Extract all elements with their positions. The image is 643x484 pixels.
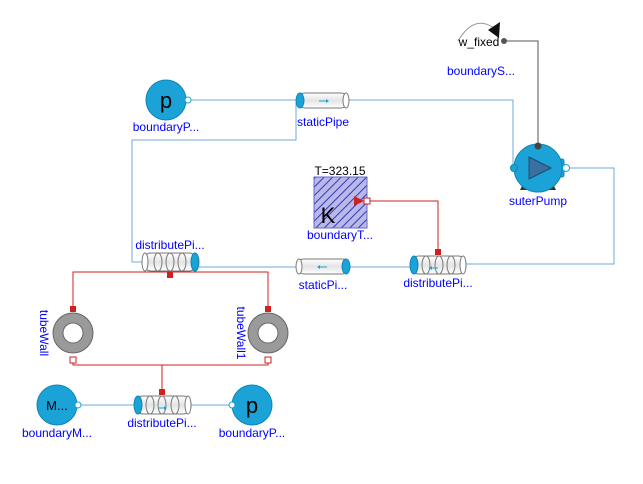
distribute-pipe-left-heat-port[interactable] [167,272,173,278]
suter-pump-outlet-port[interactable] [562,164,570,172]
suter-pump[interactable]: suterPump [509,142,570,209]
boundary-p-bottom-port[interactable] [228,401,236,409]
suter-pump-shaft-port[interactable] [534,142,542,150]
w-fixed-label: w_fixed [458,35,500,49]
boundary-t-arrow-icon [354,196,364,206]
tube-wall-port-top[interactable] [70,306,76,312]
suter-pump-inlet-port[interactable] [510,164,518,172]
boundary-s-port[interactable] [501,38,507,44]
tube-wall-label: tubeWall [37,310,51,356]
boundary-p-bottom-label: boundaryP... [219,426,286,440]
wire-distributepipe-tubewall [72,271,171,308]
boundary-t-label: boundaryT... [307,228,373,242]
boundary-m-port[interactable] [74,401,82,409]
static-pipe-mid-label: staticPi... [299,278,348,292]
distribute-pipe-left[interactable]: distributePi... [135,238,205,278]
tube-wall-port-bottom[interactable] [69,356,77,364]
wire-wfixed-pump [505,40,539,146]
boundary-m-symbol: M... [46,398,68,413]
boundary-s[interactable]: w_fixed boundaryS... [447,22,515,78]
tube-wall1-label: tubeWall1 [234,307,248,360]
boundary-t-symbol: K [321,203,336,228]
boundary-t-port[interactable] [363,197,371,205]
boundary-t[interactable]: T=323.15 K boundaryT... [307,164,373,242]
boundary-p-top-port[interactable] [184,96,192,104]
boundary-m-label: boundaryM... [22,426,92,440]
wire-staticpipe-pump [348,99,514,167]
distribute-pipe-bottom-label: distributePi... [127,416,196,430]
tube-wall1-port-top[interactable] [265,306,271,312]
tube-wall1-port-bottom[interactable] [264,356,272,364]
boundary-p-bottom-symbol: p [246,393,258,418]
tube-wall[interactable]: tubeWall [37,306,94,364]
static-pipe-top-label: staticPipe [297,115,349,129]
suter-pump-label: suterPump [509,194,567,208]
suter-pump-triangle-icon [528,156,553,180]
distribute-pipe-right-heat-port[interactable] [435,249,441,255]
distribute-pipe-right[interactable]: distributePi... [403,249,473,290]
boundary-p-top[interactable]: p boundaryP... [133,79,200,134]
distribute-pipe-bottom-heat-port[interactable] [159,389,165,395]
boundary-p-top-symbol: p [160,88,172,113]
wire-distributepipe-tubewall1 [170,271,269,308]
distribute-pipe-left-label: distributePi... [135,238,204,252]
distribute-pipe-right-label: distributePi... [403,276,472,290]
wire-boundaryt-distributepipe [367,200,439,251]
boundary-p-top-label: boundaryP... [133,120,200,134]
boundary-s-arc [457,22,495,42]
distribute-pipe-bottom[interactable]: distributePi... [127,389,197,430]
boundary-m[interactable]: M... boundaryM... [22,384,92,440]
wire-staticpipe-distributepipe [131,103,297,263]
boundary-p-bottom[interactable]: p boundaryP... [219,384,286,440]
boundary-s-arrow-icon [488,22,500,38]
wire-pump-distributepipe-right [466,167,615,265]
boundary-s-label: boundaryS... [447,64,515,78]
boundary-t-value: T=323.15 [314,164,365,178]
static-pipe-top[interactable]: staticPipe [295,92,350,129]
tube-wall1[interactable]: tubeWall1 [234,306,289,364]
static-pipe-mid[interactable]: staticPi... [295,258,351,292]
